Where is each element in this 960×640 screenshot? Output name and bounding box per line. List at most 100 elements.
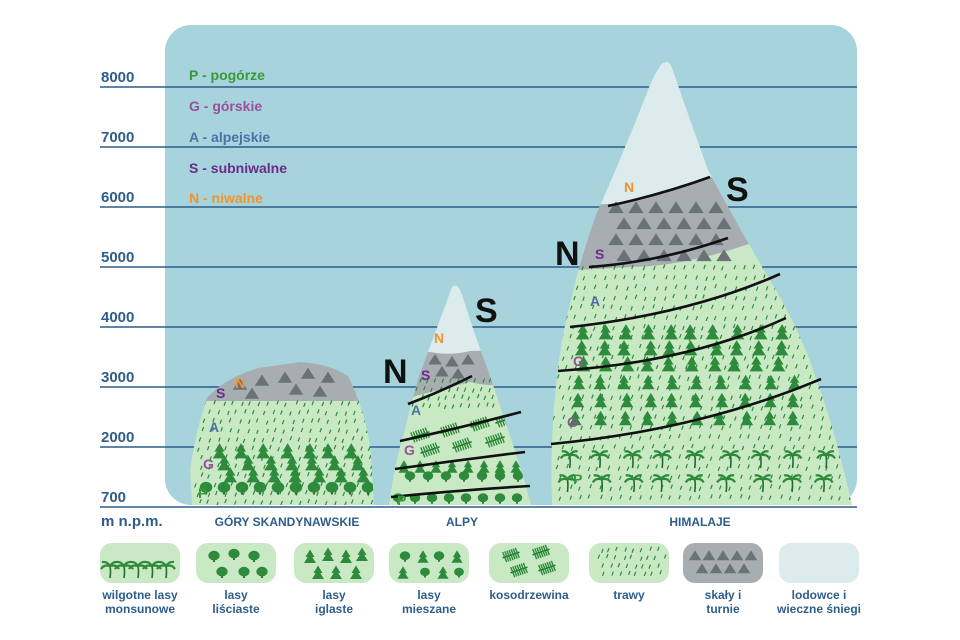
grass-mark <box>609 496 613 501</box>
conifer-tree-icon <box>344 443 359 459</box>
rock-icon <box>676 217 692 230</box>
grass-mark <box>334 501 337 505</box>
grass-mark <box>593 274 597 279</box>
grass-mark <box>717 434 721 439</box>
conifer-tree-icon <box>572 374 586 390</box>
palm-trunk <box>123 565 126 579</box>
grass-mark <box>448 387 451 393</box>
grass-mark <box>660 493 663 499</box>
conifer-tree-icon <box>715 392 729 408</box>
deciduous-tree-icon <box>271 481 285 493</box>
grass-mark <box>235 437 239 442</box>
deciduous-tree-icon <box>343 481 357 493</box>
grass-mark <box>629 554 633 559</box>
grass-mark <box>602 324 605 329</box>
legend-label: mieszane <box>402 602 456 616</box>
grass-mark <box>556 374 560 379</box>
grass-mark <box>342 491 346 497</box>
dwarf-pine-needles <box>424 445 431 457</box>
legend-label: lodowce i <box>792 588 847 602</box>
grass-mark <box>266 428 269 434</box>
conifer-tree-icon <box>312 467 327 483</box>
grass-mark <box>261 491 265 496</box>
grass-mark <box>673 265 676 270</box>
deciduous-tree-icon <box>440 471 452 481</box>
conifer-tree-icon <box>217 455 232 471</box>
grass-mark <box>787 376 791 381</box>
grass-mark <box>723 316 727 322</box>
grass-mark <box>569 436 573 441</box>
grass-mark <box>709 424 713 429</box>
grass-mark <box>623 446 627 451</box>
conifer-tree-icon <box>356 547 368 561</box>
rock-icon <box>254 374 270 386</box>
grass-mark <box>651 443 655 449</box>
grass-mark <box>609 486 613 492</box>
conifer-tree-icon <box>775 324 789 340</box>
grass-mark <box>198 437 202 442</box>
grass-mark <box>297 445 301 450</box>
grass-mark <box>781 395 785 400</box>
grass-mark <box>564 364 568 370</box>
grass-mark <box>608 375 612 381</box>
grass-mark <box>776 385 780 390</box>
grass-mark <box>713 315 717 321</box>
grass-mark <box>638 484 642 490</box>
conifer-tree-icon <box>321 443 335 459</box>
grass-mark <box>636 366 640 372</box>
grass-mark <box>252 454 256 460</box>
grass-mark <box>325 463 328 468</box>
grass-mark <box>774 296 778 301</box>
grass-mark <box>587 466 591 472</box>
grass-mark <box>629 495 632 501</box>
grass-mark <box>820 425 823 430</box>
grass-mark <box>724 286 727 291</box>
grass-mark <box>699 405 703 411</box>
conifer-tree-icon <box>619 324 633 340</box>
grass-mark <box>569 305 573 311</box>
conifer-tree-icon <box>430 460 442 473</box>
grass-mark <box>748 424 752 429</box>
grass-mark <box>589 346 592 351</box>
grass-mark <box>731 304 734 309</box>
rock-pattern <box>232 367 336 399</box>
grass-mark <box>610 354 614 360</box>
grass-mark <box>747 464 750 469</box>
grass-mark <box>808 434 811 440</box>
grass-mark <box>769 483 773 489</box>
grass-mark <box>825 466 828 471</box>
legend-swatch <box>489 543 569 583</box>
grass-mark <box>194 483 197 488</box>
palm-trunk <box>791 479 794 493</box>
grass-mark <box>595 466 598 472</box>
rock-icon <box>737 563 751 574</box>
grass-mark <box>234 446 238 451</box>
altitude-label-8000: 8000 <box>101 69 134 86</box>
grass-mark <box>698 434 701 439</box>
grass-mark <box>738 384 742 390</box>
grass-mark <box>708 434 712 439</box>
grass-mark <box>739 425 743 430</box>
grass-mark <box>618 454 622 460</box>
grass-mark <box>597 456 600 461</box>
grass-mark <box>787 344 791 350</box>
rock-icon <box>451 368 465 379</box>
grass-mark <box>701 356 705 361</box>
grass-mark <box>589 333 593 339</box>
conifer-tree-icon <box>705 324 720 340</box>
conifer-tree-icon <box>664 324 678 340</box>
grass-mark <box>655 286 659 291</box>
grass-mark <box>649 454 653 460</box>
grass-mark <box>646 555 649 560</box>
grass-mark <box>802 444 805 450</box>
vegetation-legend: wilgotne lasymonsunowelasyliściastelasyi… <box>100 543 861 616</box>
grass-mark <box>624 547 628 552</box>
grass-mark <box>663 554 667 559</box>
conifer-tree-icon <box>764 374 778 390</box>
conifer-tree-icon <box>223 467 238 483</box>
conifer-tree-icon <box>594 410 607 426</box>
legend-label: kosodrzewina <box>489 588 569 602</box>
grass-mark <box>724 273 728 279</box>
conifer-tree-icon <box>437 566 449 579</box>
